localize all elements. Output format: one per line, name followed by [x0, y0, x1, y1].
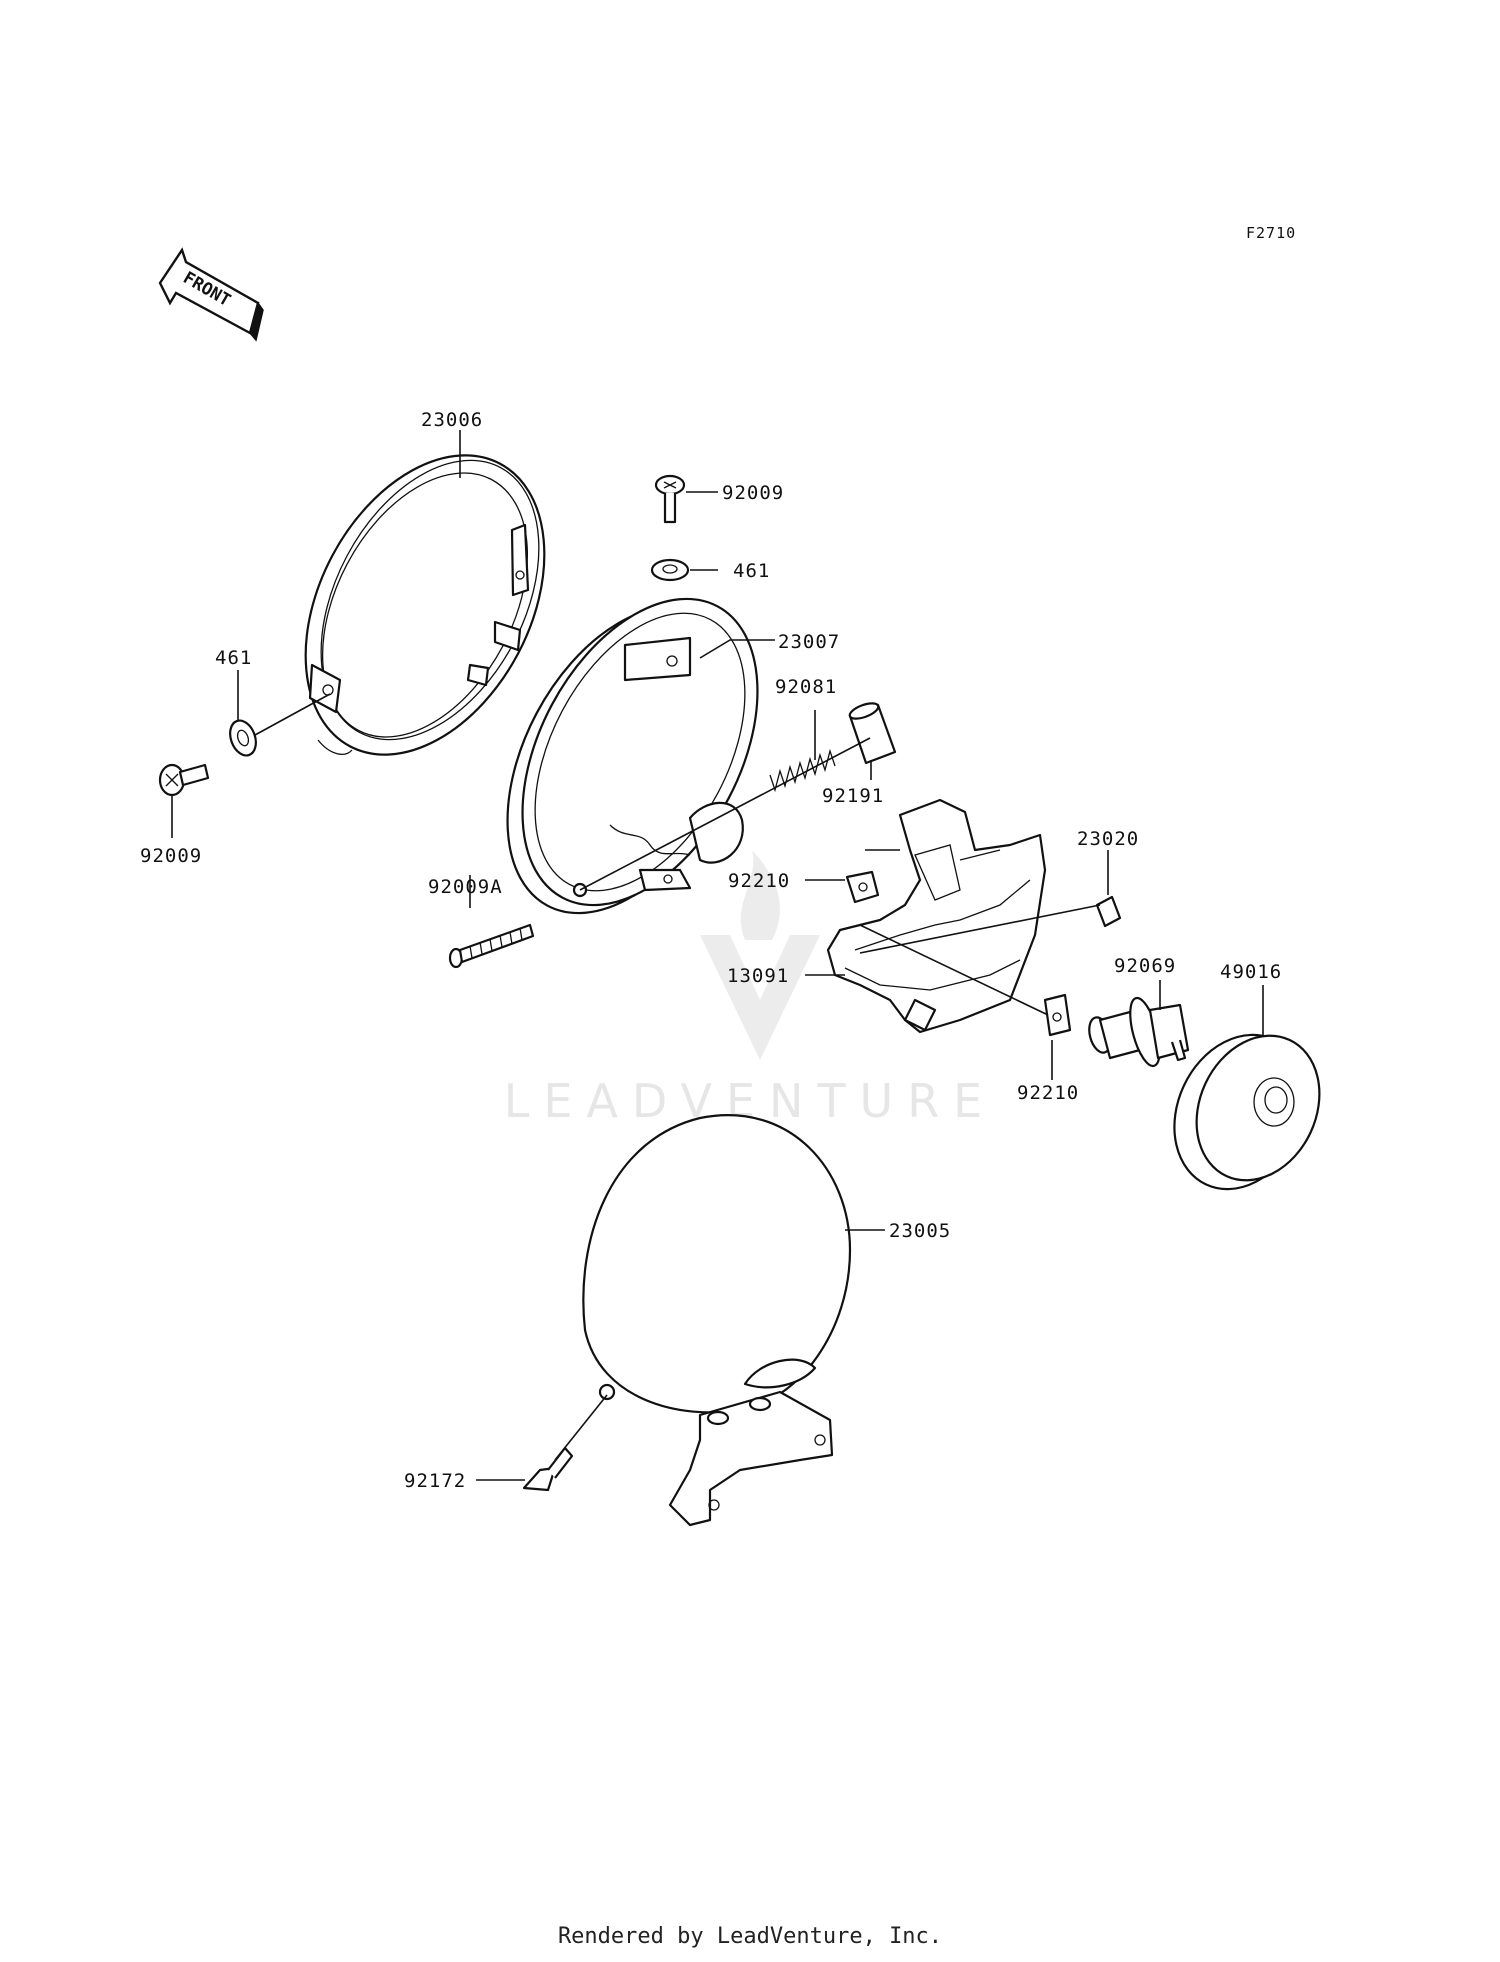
watermark: LEADVENTURE: [504, 850, 982, 1128]
bracket-13091: [826, 798, 1047, 1034]
clip-23020: [1095, 895, 1122, 928]
callout-23005: 23005: [889, 1220, 951, 1242]
callout-23006: 23006: [421, 409, 483, 431]
callout-92210-b: 92210: [1017, 1082, 1079, 1104]
callout-92081: 92081: [775, 676, 837, 698]
front-arrow-icon: FRONT: [158, 247, 264, 342]
washer-461-top: [650, 558, 690, 582]
washer-461-left: [229, 719, 257, 757]
callout-92172: 92172: [404, 1470, 466, 1492]
screw-92009-left: [158, 763, 210, 797]
callout-92191: 92191: [822, 785, 884, 807]
figure-code: F2710: [1246, 224, 1296, 242]
cap-49016: [1173, 1033, 1321, 1191]
callout-23007: 23007: [778, 631, 840, 653]
headlight-housing-23005: [582, 1114, 852, 1527]
callout-92069: 92069: [1114, 955, 1176, 977]
callout-49016: 49016: [1220, 961, 1282, 983]
clip-92210-b: [1043, 993, 1072, 1037]
adjusting-screw-92009a: [448, 923, 535, 969]
callout-23020: 23020: [1077, 828, 1139, 850]
callout-461-left: 461: [215, 647, 252, 669]
callout-labels: 23006 92009 461 23007 461 92081 92009 92…: [140, 409, 1282, 1492]
callout-13091: 13091: [727, 965, 789, 987]
headlight-rim-23006: [304, 454, 546, 756]
tube-92191: [848, 702, 897, 765]
callout-92009-left: 92009: [140, 845, 202, 867]
callout-92210-a: 92210: [728, 870, 790, 892]
bulb-92069: [1088, 996, 1190, 1068]
callout-92009-top: 92009: [722, 482, 784, 504]
spring-92081: [769, 748, 836, 793]
screw-92009-top: [654, 474, 686, 524]
callout-461-top: 461: [733, 560, 770, 582]
clip-92210-a: [845, 870, 880, 904]
leader-lines: [171, 430, 1264, 1481]
callout-92009a: 92009A: [428, 876, 503, 898]
screw-92172: [522, 1446, 574, 1492]
render-credit: Rendered by LeadVenture, Inc.: [557, 1924, 943, 1949]
